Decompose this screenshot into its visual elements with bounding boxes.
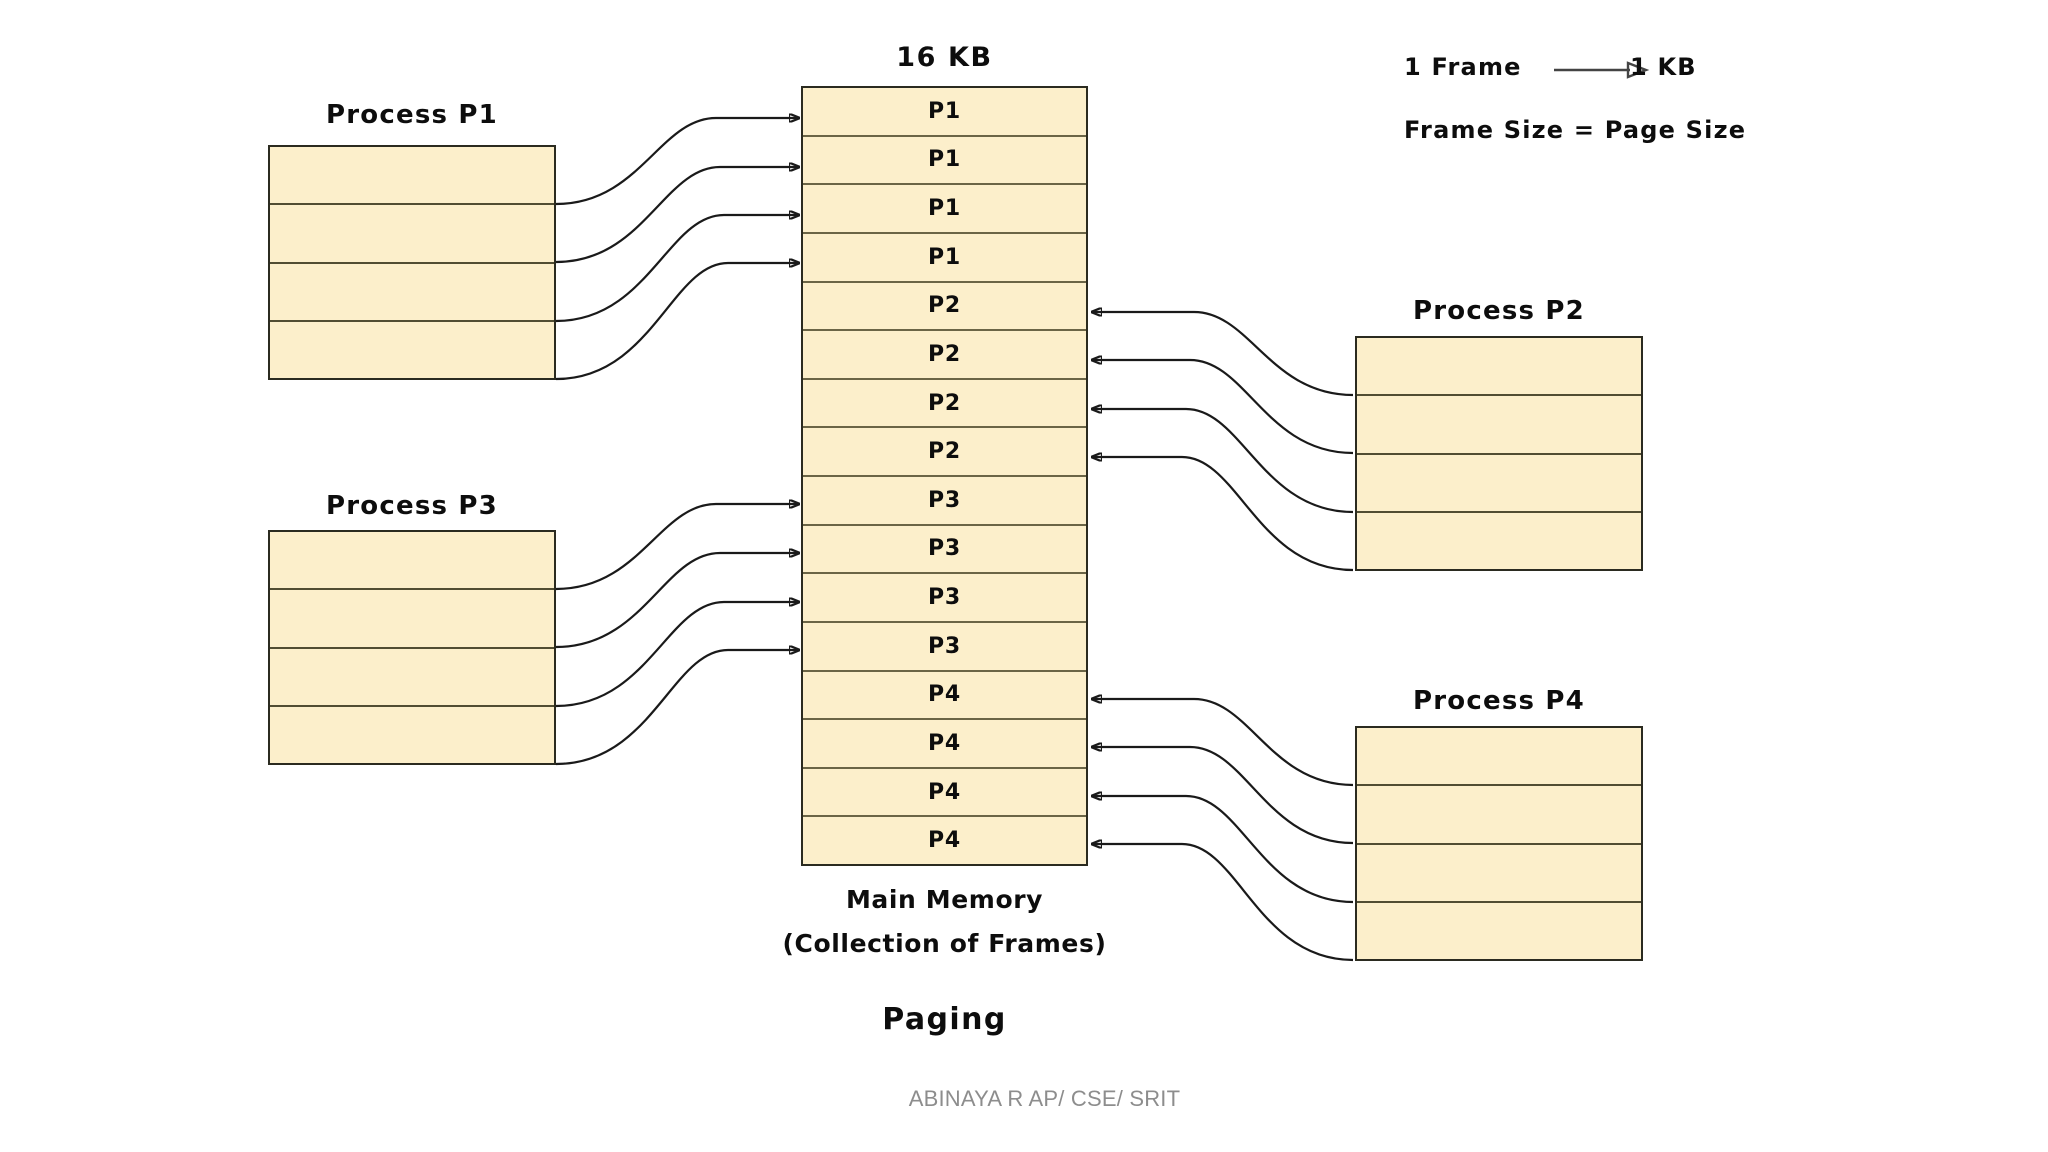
process-page-cell	[270, 147, 554, 206]
process-page-cell	[1357, 786, 1641, 845]
memory-frame: P4	[803, 672, 1086, 721]
arrow-p3-frame-9	[555, 504, 799, 591]
process-page-cell	[270, 263, 554, 322]
process-page-cell	[1357, 454, 1641, 513]
memory-frame: P3	[803, 526, 1086, 575]
process-page-cell	[270, 532, 554, 591]
arrow-p3-frame-11	[555, 602, 799, 708]
footer-credit: ABINAYA R AP/ CSE/ SRIT	[908, 1086, 1181, 1111]
process-page-cell	[1357, 902, 1641, 959]
process-p1-box	[268, 145, 556, 380]
memory-frame: P1	[803, 185, 1086, 234]
memory-frame: P2	[803, 380, 1086, 429]
process-p1-label: Process P1	[326, 100, 498, 130]
collection-of-frames-caption: (Collection of Frames)	[782, 929, 1107, 958]
process-p3-box	[268, 530, 556, 765]
process-page-cell	[1357, 844, 1641, 903]
memory-frame: P2	[803, 331, 1086, 380]
process-page-cell	[270, 648, 554, 707]
process-p4-label: Process P4	[1413, 686, 1585, 716]
process-p2-box	[1355, 336, 1643, 571]
arrow-p1-frame-4	[555, 263, 799, 381]
arrow-p1-frame-3	[555, 215, 799, 323]
process-p3-label: Process P3	[326, 491, 498, 521]
process-page-cell	[270, 590, 554, 649]
arrow-p4-frame-14	[1092, 747, 1354, 845]
right-arrow-icon	[1554, 61, 1650, 79]
arrow-group-p2	[1092, 312, 1354, 572]
arrow-p2-frame-6	[1092, 360, 1354, 455]
legend-frame-label: 1 Frame	[1404, 53, 1522, 81]
arrow-p1-frame-1	[555, 118, 799, 206]
arrow-p4-frame-13	[1092, 699, 1354, 787]
memory-frame: P3	[803, 477, 1086, 526]
page-title: Paging	[882, 1002, 1007, 1037]
arrow-p1-frame-2	[555, 167, 799, 264]
memory-frame: P4	[803, 769, 1086, 818]
memory-frame: P1	[803, 88, 1086, 137]
process-p2-label: Process P2	[1413, 296, 1585, 326]
arrow-p2-frame-7	[1092, 409, 1354, 514]
memory-size-label: 16 KB	[896, 42, 993, 73]
process-page-cell	[1357, 728, 1641, 787]
memory-frame: P1	[803, 234, 1086, 283]
process-p4-box	[1355, 726, 1643, 961]
arrow-p2-frame-5	[1092, 312, 1354, 397]
arrow-p2-frame-8	[1092, 457, 1354, 572]
memory-frame: P2	[803, 283, 1086, 332]
main-memory-caption: Main Memory	[845, 885, 1044, 914]
memory-frame: P3	[803, 623, 1086, 672]
arrow-p3-frame-12	[555, 650, 799, 766]
process-page-cell	[270, 706, 554, 763]
memory-frame: P4	[803, 720, 1086, 769]
process-page-cell	[270, 321, 554, 378]
memory-frame: P4	[927, 828, 962, 854]
memory-frame: P3	[803, 574, 1086, 623]
memory-frame: P2	[803, 428, 1086, 477]
arrow-group-p4	[1092, 699, 1354, 962]
arrow-group-p3	[555, 504, 799, 766]
legend-equation-label: Frame Size = Page Size	[1404, 116, 1747, 144]
legend-kb-label: 1 KB	[1630, 53, 1697, 81]
process-page-cell	[1357, 396, 1641, 455]
arrow-p3-frame-10	[555, 553, 799, 649]
process-page-cell	[1357, 338, 1641, 397]
memory-frame: P1	[803, 137, 1086, 186]
process-page-cell	[270, 205, 554, 264]
process-page-cell	[1357, 512, 1641, 569]
arrow-group-p1	[555, 118, 799, 381]
